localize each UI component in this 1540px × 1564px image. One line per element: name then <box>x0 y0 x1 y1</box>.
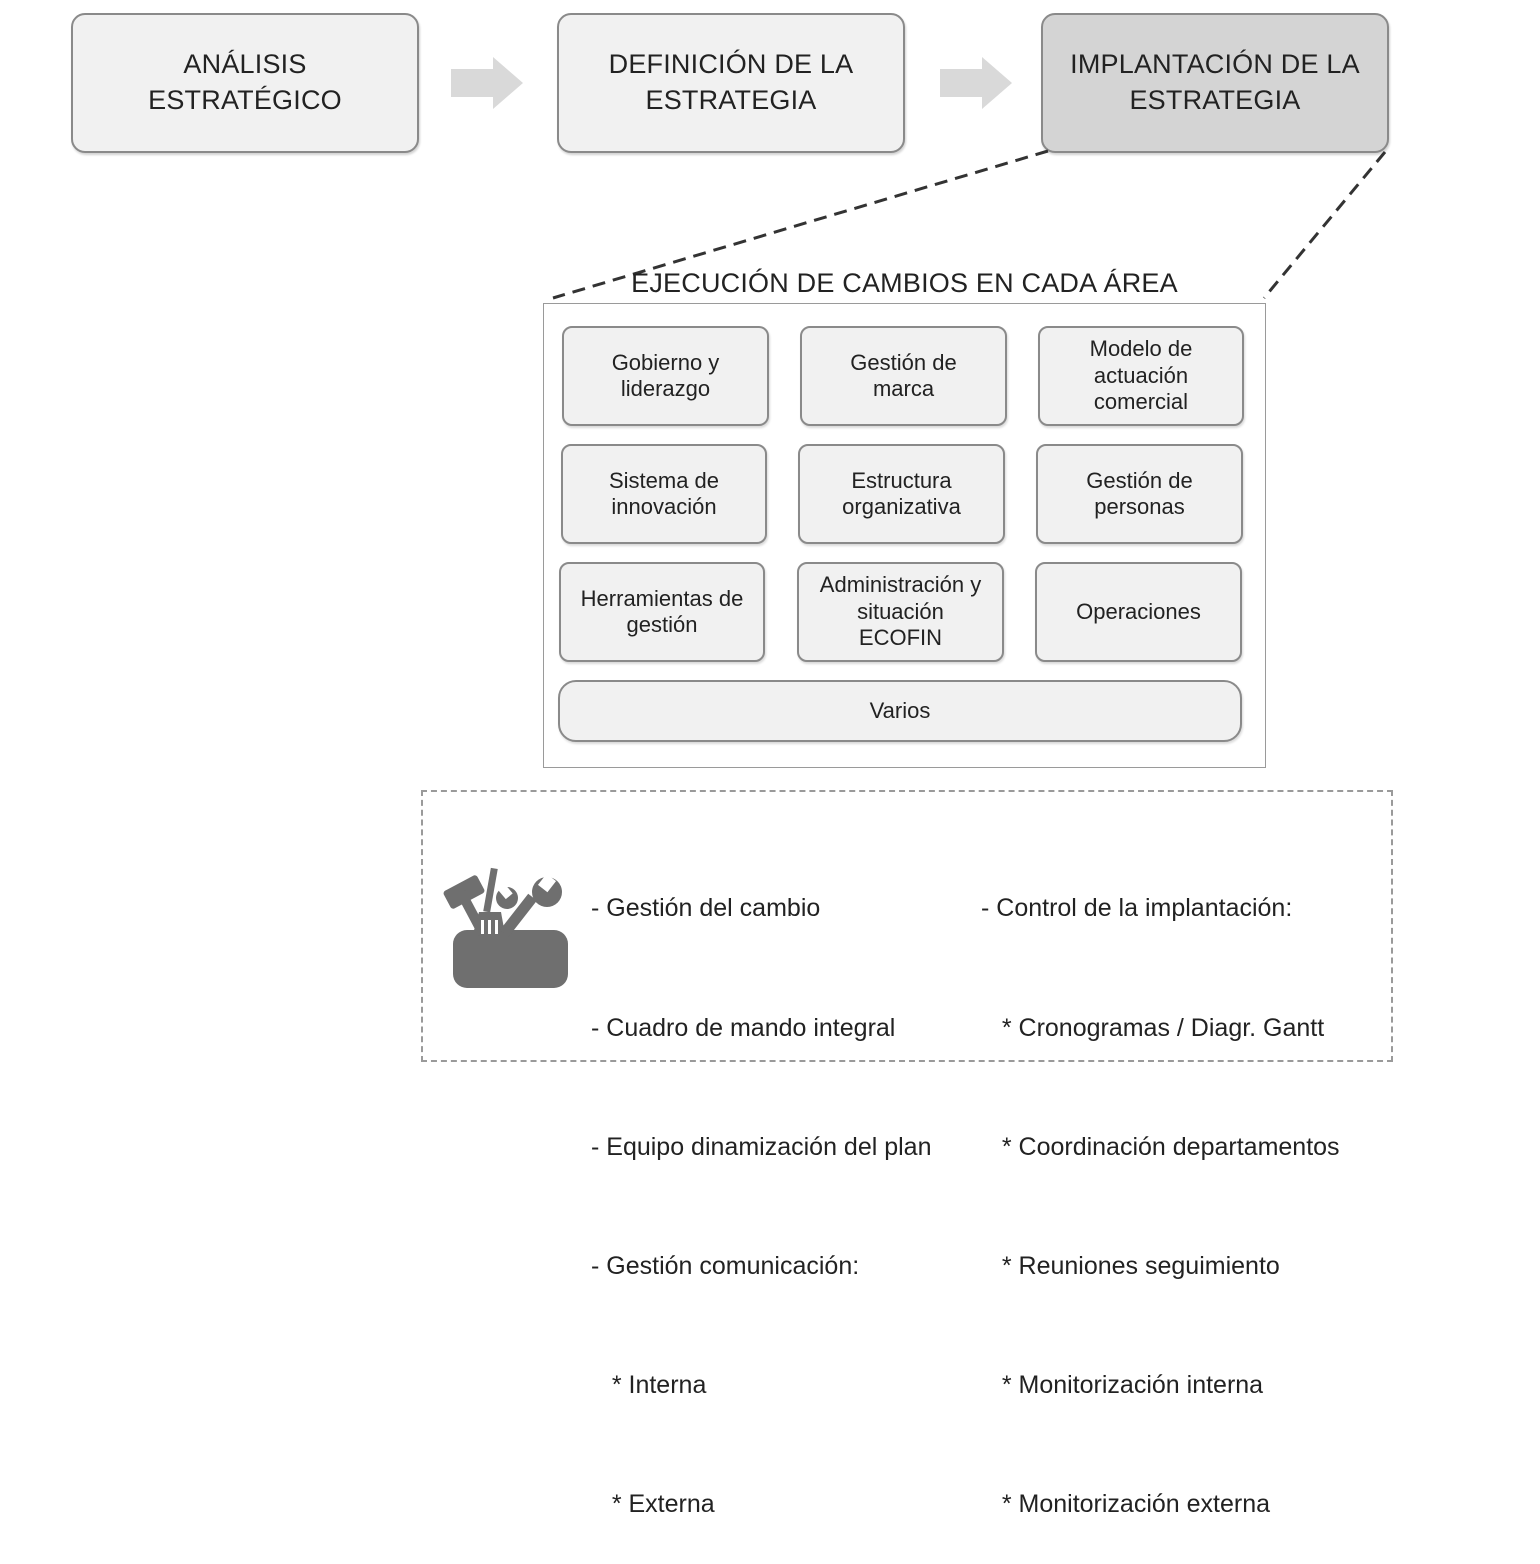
area-label: Operaciones <box>1076 598 1201 624</box>
area-sistema-innovacion: Sistema de innovación <box>561 444 767 544</box>
list-item: - Gestión comunicación: <box>591 1251 860 1280</box>
list-item: * Cronogramas / Diagr. Gantt <box>981 1013 1325 1042</box>
area-label: Modelo de actuación comercial <box>1089 336 1193 415</box>
stage-analisis-estrategico: ANÁLISIS ESTRATÉGICO <box>71 13 419 153</box>
area-estructura-organizativa: Estructura organizativa <box>798 444 1005 544</box>
execution-title: EJECUCIÓN DE CAMBIOS EN CADA ÁREA <box>631 268 1178 298</box>
area-label: Herramientas de gestión <box>580 585 744 637</box>
tools-list-right: - Control de la implantación: * Cronogra… <box>981 810 1340 1564</box>
list-item: - Control de la implantación: <box>981 894 1293 923</box>
area-label: Varios <box>869 697 931 723</box>
list-item: * Reuniones seguimiento <box>981 1251 1280 1280</box>
stage-label: DEFINICIÓN DE LA ESTRATEGIA <box>608 49 854 115</box>
area-administracion-ecofin: Administración y situación ECOFIN <box>797 562 1004 662</box>
management-tools-panel <box>421 790 1393 1062</box>
arrow-right-icon <box>940 57 1012 109</box>
arrow-right-icon <box>451 57 523 109</box>
area-operaciones: Operaciones <box>1035 562 1242 662</box>
area-gestion-personas: Gestión de personas <box>1036 444 1243 544</box>
toolbox-icon <box>443 867 568 988</box>
area-label: Gestión de marca <box>850 349 957 401</box>
area-herramientas-gestion: Herramientas de gestión <box>559 562 765 662</box>
area-gestion-marca: Gestión de marca <box>800 326 1007 426</box>
list-item: * Coordinación departamentos <box>981 1132 1340 1161</box>
stage-implantacion-estrategia: IMPLANTACIÓN DE LA ESTRATEGIA <box>1041 13 1389 153</box>
area-gobierno-liderazgo: Gobierno y liderazgo <box>562 326 769 426</box>
area-varios: Varios <box>558 680 1242 742</box>
list-item: - Equipo dinamización del plan <box>591 1132 932 1161</box>
list-item: - Cuadro de mando integral <box>591 1013 896 1042</box>
area-label: Sistema de innovación <box>608 467 720 519</box>
area-modelo-actuacion-comercial: Modelo de actuación comercial <box>1038 326 1244 426</box>
list-item: - Gestión del cambio <box>591 894 821 923</box>
list-item: * Monitorización interna <box>981 1370 1264 1399</box>
list-item: * Externa <box>591 1489 715 1518</box>
stage-label: ANÁLISIS ESTRATÉGICO <box>148 49 342 115</box>
stage-definicion-estrategia: DEFINICIÓN DE LA ESTRATEGIA <box>557 13 905 153</box>
tools-list-left: - Gestión del cambio - Cuadro de mando i… <box>591 810 932 1564</box>
zoom-connector-lines <box>552 149 1387 300</box>
area-label: Administración y situación ECOFIN <box>819 572 982 651</box>
area-label: Estructura organizativa <box>842 467 961 519</box>
stage-label: IMPLANTACIÓN DE LA ESTRATEGIA <box>1070 49 1360 115</box>
list-item: * Interna <box>591 1370 707 1399</box>
list-item: * Monitorización externa <box>981 1489 1271 1518</box>
area-label: Gobierno y liderazgo <box>611 349 720 401</box>
area-label: Gestión de personas <box>1086 467 1193 519</box>
